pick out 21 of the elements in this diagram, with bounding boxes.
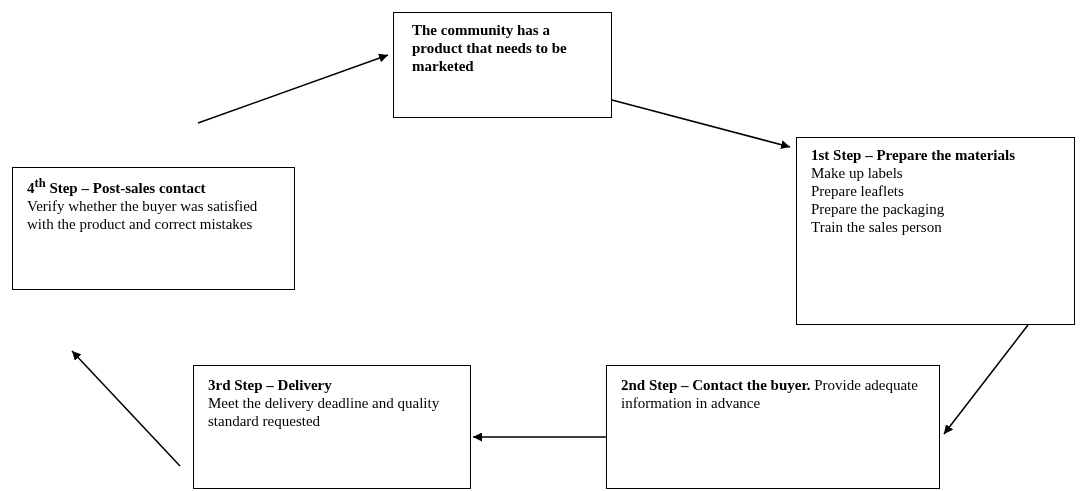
- step-text: Verify whether the buyer was satisfied with the product and correct mistakes: [27, 197, 259, 233]
- process-box: [393, 12, 612, 118]
- step-text: Train the sales person: [811, 218, 943, 236]
- process-box: [193, 365, 471, 489]
- process-box: [606, 365, 940, 489]
- step-text: Meet the delivery deadline and quality standard requested: [208, 394, 441, 430]
- arrow: [611, 99, 791, 150]
- step-heading: 1st Step – Prepare the materials: [811, 146, 1016, 164]
- process-box: [12, 167, 295, 290]
- step-text: Prepare leaflets: [811, 182, 905, 200]
- step-heading: 2nd Step – Contact the buyer. Provide adequate information in advance: [621, 376, 919, 412]
- step-heading: 3rd Step – Delivery: [208, 376, 333, 394]
- arrow: [71, 350, 181, 467]
- step-text: Make up labels: [811, 164, 904, 182]
- step-heading: 4$^{th}$ Step – Post-sales contact: [27, 175, 207, 197]
- arrow: [472, 432, 607, 442]
- process-box: [796, 137, 1075, 325]
- step-heading: The community has a product that needs to be marketed: [412, 21, 568, 75]
- step-text: Prepare the packaging: [811, 200, 946, 218]
- arrow: [943, 324, 1029, 435]
- arrow: [197, 53, 389, 124]
